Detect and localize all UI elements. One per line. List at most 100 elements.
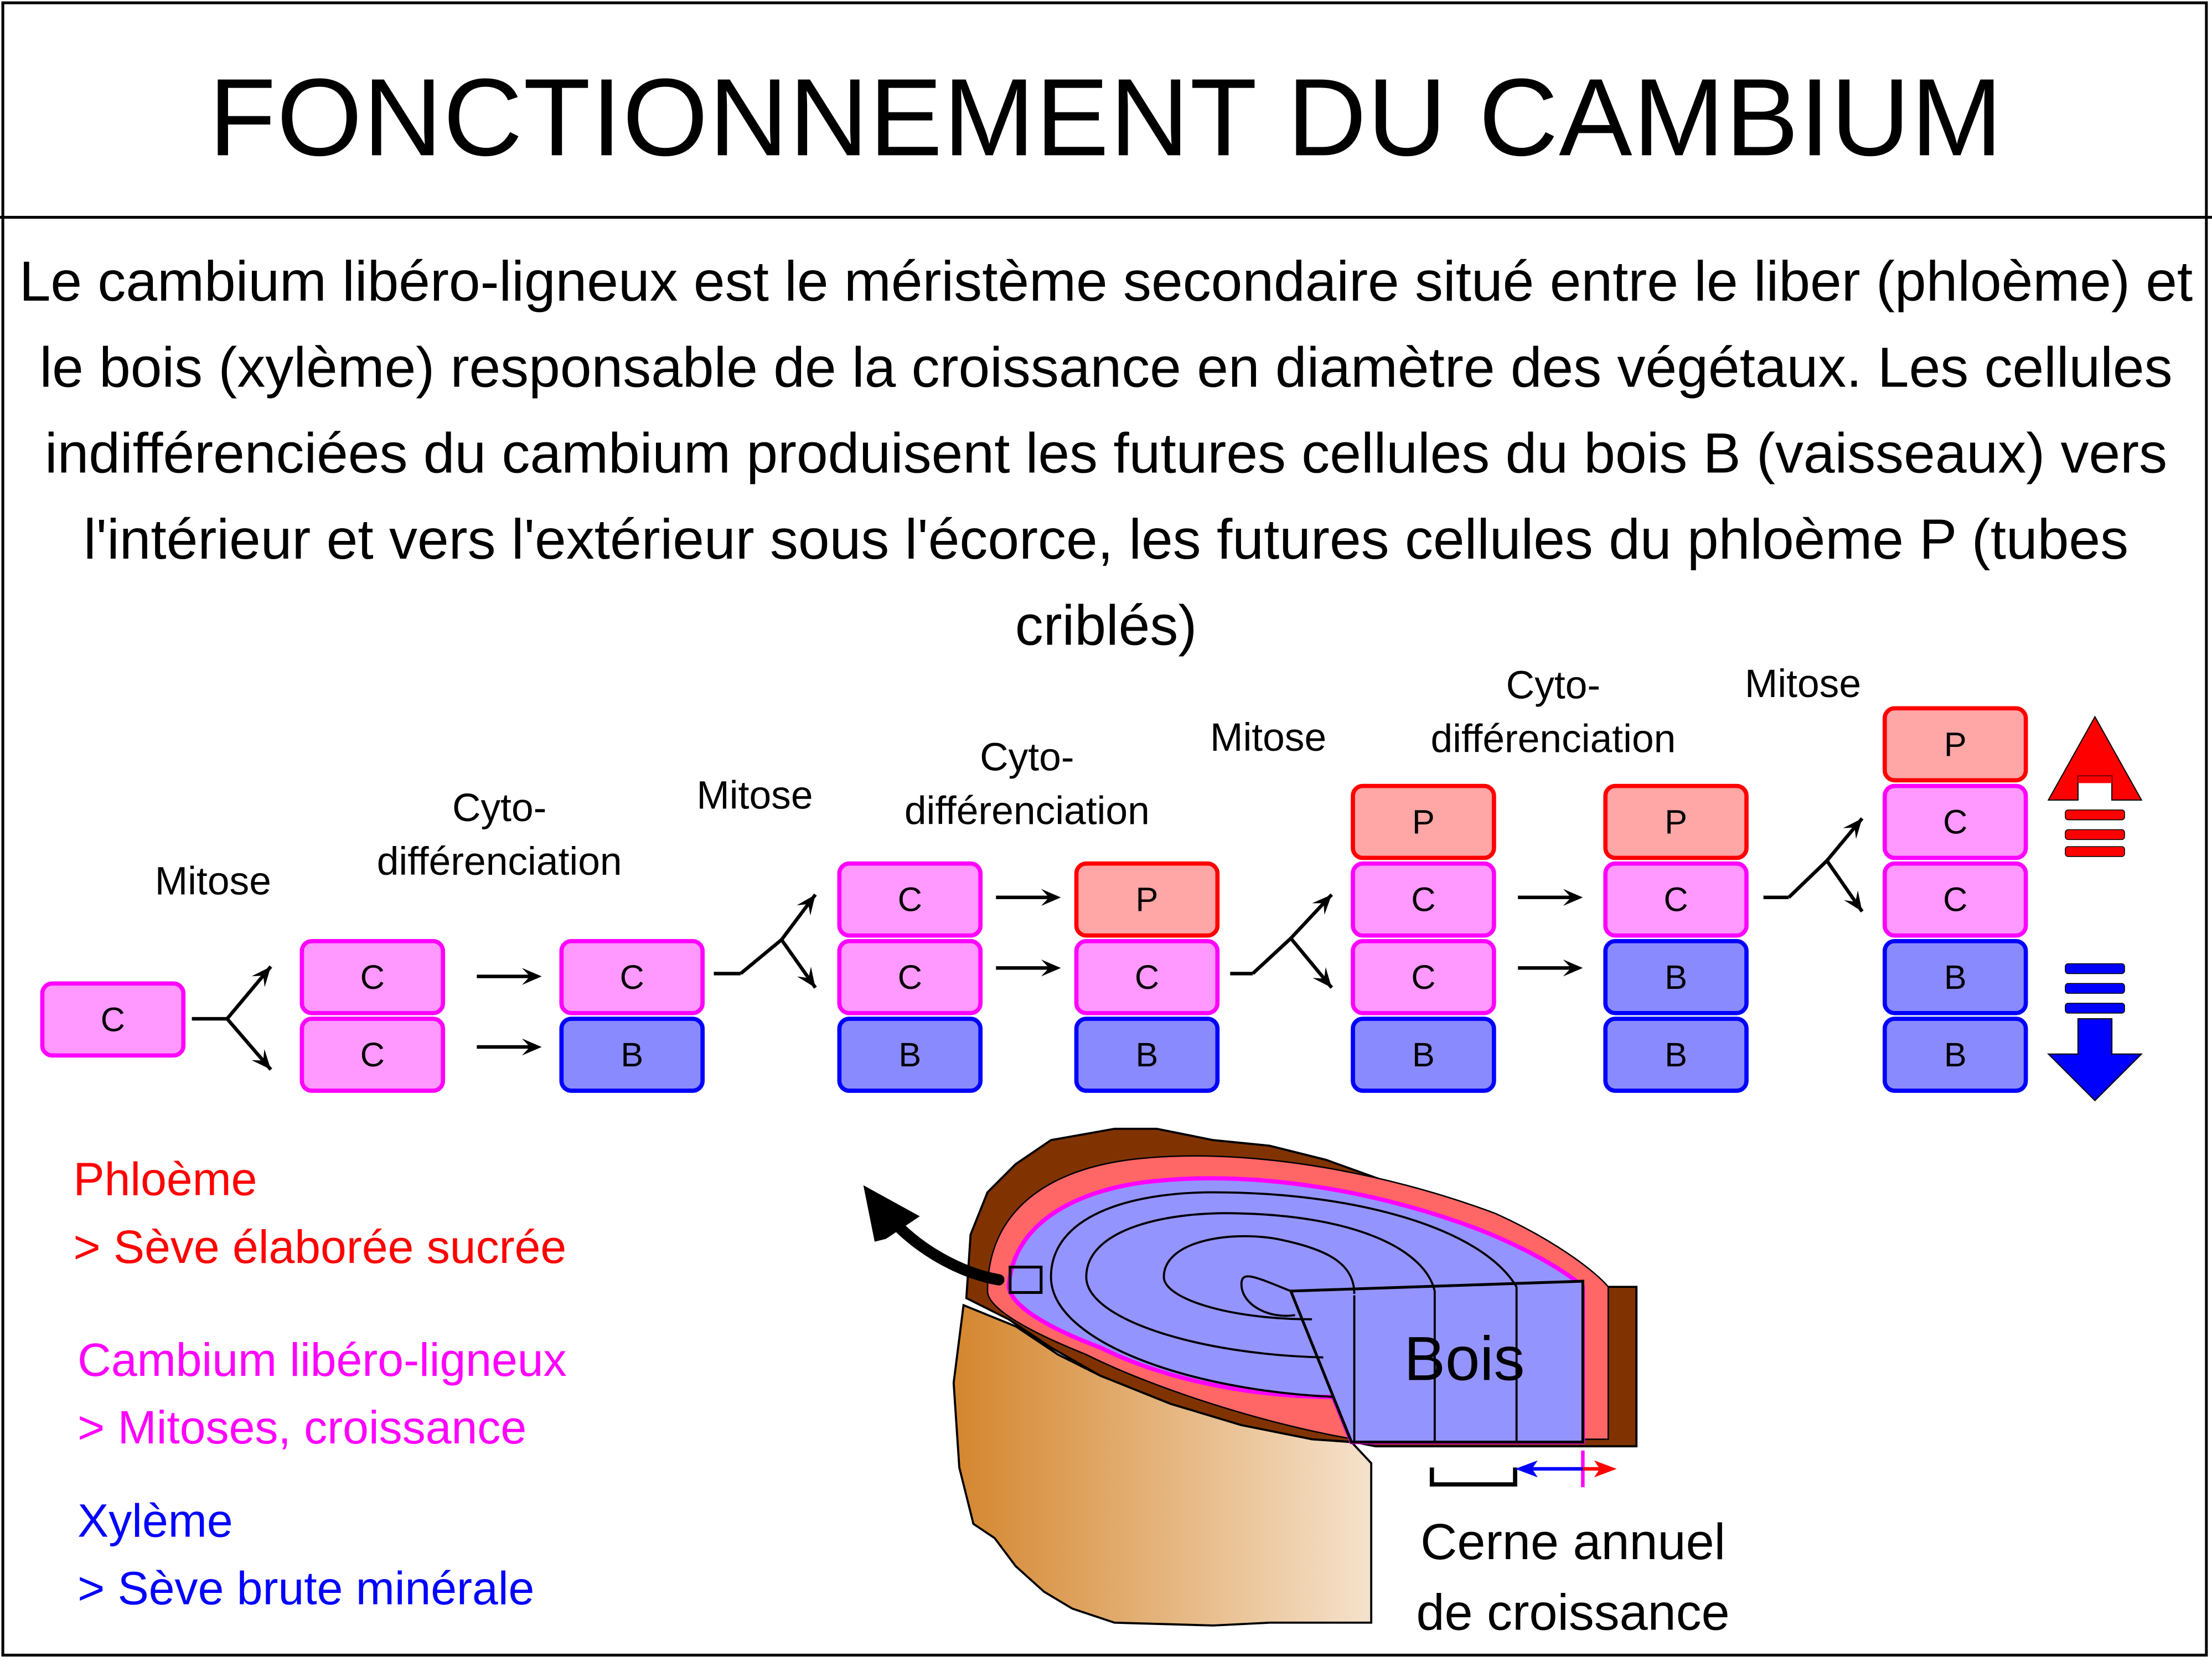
trunk-cut-face — [1289, 1280, 1584, 1444]
outward-dash — [2065, 809, 2125, 821]
arrowhead-icon — [1563, 959, 1583, 977]
cell-label: C — [1135, 958, 1159, 996]
arrowhead-icon — [797, 894, 816, 916]
cell-cambium — [1351, 939, 1496, 1015]
cell-phloem — [1074, 861, 1220, 938]
ring-label-line1: Cerne annuel — [1420, 1512, 1726, 1571]
legend-xylem-title: Xylème — [77, 1494, 233, 1547]
intro-paragraph: Le cambium libéro-ligneux est le méristè… — [19, 251, 2193, 658]
cell-label: P — [1412, 803, 1435, 841]
step-label-mitose: Mitose — [1745, 662, 1861, 706]
cell-cambium — [40, 981, 186, 1058]
cell-cambium — [1351, 861, 1496, 938]
step-label-differenciation: différenciation — [905, 788, 1150, 833]
cell-label: C — [898, 881, 922, 919]
legend-cambium: Cambium libéro-ligneux > Mitoses, croiss… — [77, 1327, 566, 1462]
cell-label: B — [898, 1036, 921, 1074]
cell-label: B — [1665, 1036, 1687, 1074]
arrowhead-icon — [521, 968, 542, 985]
ring-bracket — [1429, 1467, 1517, 1487]
cell-label: P — [1136, 881, 1159, 919]
legend-phloem-desc: > Sève élaborée sucrée — [73, 1220, 567, 1273]
step-label-differenciation: différenciation — [377, 839, 622, 884]
cell-label: B — [1665, 958, 1687, 996]
cell-xylem — [1882, 1017, 2028, 1093]
cell-cambium — [299, 1017, 446, 1093]
ring-label-line2: de croissance — [1416, 1583, 1730, 1641]
cell-cambium — [1882, 783, 2028, 860]
arrowhead-icon — [1312, 894, 1332, 915]
cell-cambium — [559, 939, 705, 1015]
curved-arrow-head — [863, 1185, 920, 1242]
step-label-mitose: Mitose — [696, 773, 813, 817]
arrowhead-icon — [1843, 818, 1863, 839]
cell-xylem — [1351, 1017, 1496, 1093]
step-label-cyto: Cyto- — [980, 735, 1074, 779]
cell-label: C — [1943, 881, 1967, 919]
growth-rings — [1050, 1191, 1518, 1442]
cell-label: C — [1411, 881, 1435, 919]
legend-xylem: Xylème > Sève brute minérale — [77, 1487, 534, 1623]
cell-xylem — [559, 1017, 705, 1093]
cell-phloem — [1351, 783, 1496, 860]
cell-xylem — [837, 1017, 983, 1093]
cell-cambium — [837, 861, 983, 938]
cell-label: C — [1664, 881, 1688, 919]
step-label-mitose: Mitose — [1210, 715, 1326, 760]
cell-label: B — [1412, 1036, 1435, 1074]
step-label-cyto: Cyto- — [1506, 663, 1600, 708]
ring-label: Cerne annuel de croissance — [1397, 1507, 1749, 1648]
arrowhead-icon — [1041, 889, 1061, 906]
step-label-differenciation: différenciation — [1430, 716, 1676, 761]
cell-label: C — [360, 1036, 385, 1074]
mitosis-stem — [1251, 937, 1293, 975]
cell-xylem — [1603, 1017, 1749, 1093]
inward-dash — [2065, 1003, 2125, 1014]
wood-label: Bois — [1404, 1323, 1524, 1393]
cell-label: C — [898, 958, 922, 996]
legend-cambium-desc: > Mitoses, croissance — [77, 1401, 527, 1453]
step-label-cyto: Cyto- — [452, 786, 546, 830]
cell-label: B — [1944, 1036, 1967, 1074]
cell-xylem — [1603, 939, 1749, 1015]
arrowhead-icon — [521, 1038, 542, 1056]
cell-cambium — [299, 939, 446, 1015]
cell-label: B — [621, 1036, 643, 1074]
arrowhead-icon — [1041, 959, 1061, 977]
inward-arrow-icon — [2046, 1018, 2143, 1102]
cell-label: C — [620, 958, 644, 996]
arrowhead-icon — [1312, 967, 1332, 988]
step-label-mitose: Mitose — [155, 859, 271, 904]
mitosis-stem — [739, 938, 783, 975]
cell-label: C — [101, 1000, 125, 1038]
zoom-square — [1009, 1266, 1043, 1294]
cell-label: B — [1136, 1036, 1159, 1074]
cell-xylem — [1882, 939, 2028, 1015]
legend-phloem-title: Phloème — [73, 1153, 257, 1205]
cell-phloem — [1603, 783, 1749, 860]
arrowhead-icon — [251, 966, 271, 987]
cell-label: C — [1411, 958, 1435, 996]
arrowhead-icon — [1844, 890, 1863, 912]
cell-label: P — [1665, 803, 1687, 841]
arrowhead-icon — [1563, 889, 1583, 906]
cell-label: P — [1944, 725, 1967, 763]
cell-cambium — [1603, 861, 1749, 938]
page-title: FONCTIONNEMENT DU CAMBIUM — [209, 55, 2003, 179]
cell-label: C — [1943, 803, 1967, 841]
outward-dash — [2065, 829, 2125, 840]
cell-xylem — [1074, 1017, 1220, 1093]
mitosis-stem — [1787, 859, 1828, 899]
legend-cambium-title: Cambium libéro-ligneux — [77, 1333, 567, 1386]
legend-xylem-desc: > Sève brute minérale — [77, 1562, 535, 1614]
cell-phloem — [1882, 706, 2028, 783]
cell-label: B — [1944, 958, 1967, 996]
cell-cambium — [837, 939, 983, 1015]
inward-arrowhead-icon — [1515, 1460, 1538, 1478]
legend-phloem: Phloème > Sève élaborée sucrée — [74, 1146, 567, 1281]
cell-label: C — [360, 958, 385, 996]
